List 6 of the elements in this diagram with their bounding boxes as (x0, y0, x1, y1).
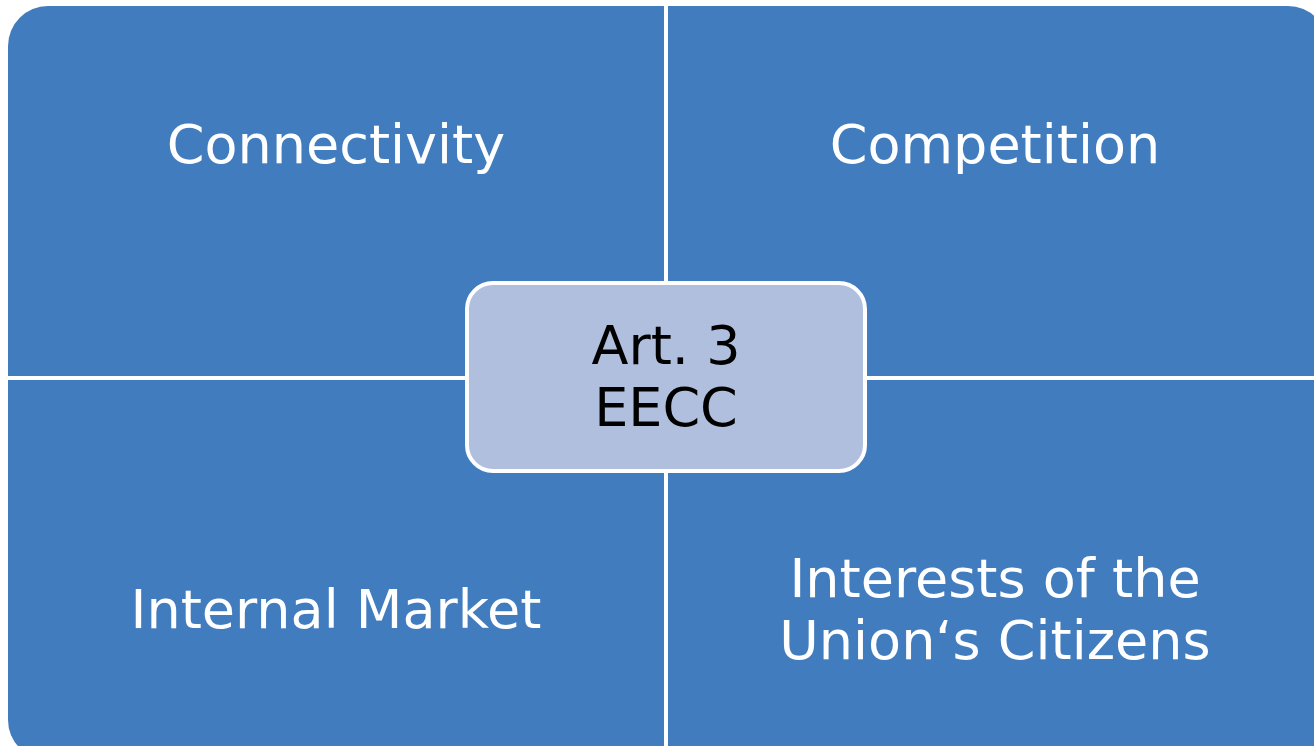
center-title: Art. 3 EECC (590, 315, 742, 439)
quadrant-title: Competition (828, 114, 1162, 176)
quadrant-title: Interests of the Union‘s Citizens (778, 548, 1212, 672)
center-box (465, 281, 867, 473)
quadrant-title: Connectivity (165, 114, 507, 176)
quadrant-title: Internal Market (129, 579, 543, 641)
